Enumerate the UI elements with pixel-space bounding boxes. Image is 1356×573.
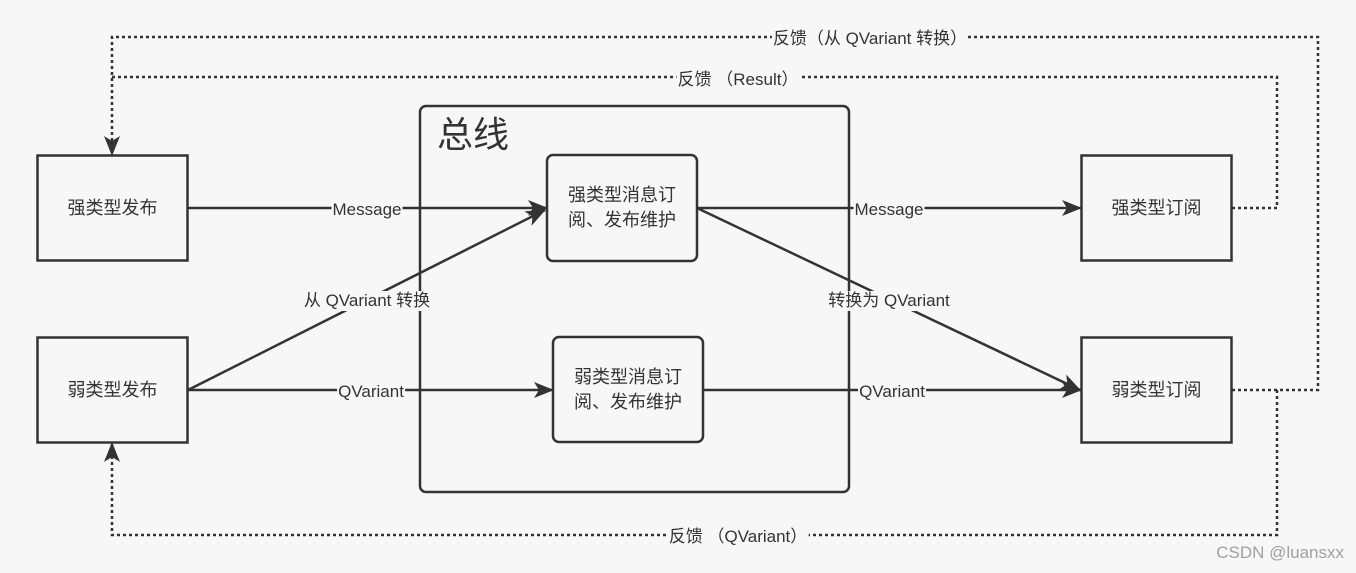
strong-bus-line-1: 强类型消息订 (568, 185, 676, 205)
strong-bus-label: 强类型消息订 阅、发布维护 (547, 155, 697, 261)
strong-publish-label: 强类型发布 (37, 155, 188, 261)
edge-label-weak-publish-to-strong-bus: 从 QVariant 转换 (302, 291, 432, 311)
edge-label-strong-publish-to-strong-bus: Message (331, 200, 403, 220)
weak-bus-line-1: 弱类型消息订 (574, 366, 682, 387)
weak-bus-label: 弱类型消息订 阅、发布维护 (553, 337, 703, 442)
strong-subscribe-box (1080, 154, 1233, 262)
weak-subscribe-text: 弱类型订阅 (1111, 379, 1202, 400)
edge-label-feedback-qvariant: 反馈 （QVariant） (667, 527, 809, 547)
edge-label-weak-bus-to-weak-subscribe: QVariant (858, 382, 926, 402)
edge-label-feedback-convert: 反馈（从 QVariant 转换） (771, 29, 969, 49)
edge-label-strong-bus-to-weak-subscribe: 转换为 QVariant (827, 291, 951, 311)
edge-label-weak-publish-to-weak-bus: QVariant (337, 382, 405, 402)
strong-bus-line-2: 阅、发布维护 (568, 210, 676, 230)
watermark: CSDN @luansxx (1216, 543, 1344, 562)
weak-publish-box (36, 336, 189, 444)
strong-publish-text: 强类型发布 (67, 197, 158, 218)
weak-publish-label: 弱类型发布 (37, 337, 188, 443)
weak-subscribe-box (1080, 336, 1233, 444)
weak-publish-text: 弱类型发布 (67, 379, 158, 400)
edge-label-strong-bus-to-strong-subscribe: Message (853, 200, 925, 220)
weak-bus-line-2: 阅、发布维护 (574, 391, 682, 412)
weak-subscribe-label: 弱类型订阅 (1081, 337, 1232, 443)
strong-subscribe-label: 强类型订阅 (1081, 155, 1232, 261)
strong-publish-box (36, 154, 189, 262)
bus-title: 总线 (437, 114, 510, 155)
strong-subscribe-text: 强类型订阅 (1111, 197, 1202, 218)
feedback-convert-path (104, 35, 1320, 392)
edge-label-feedback-result: 反馈 （Result） (676, 70, 800, 90)
